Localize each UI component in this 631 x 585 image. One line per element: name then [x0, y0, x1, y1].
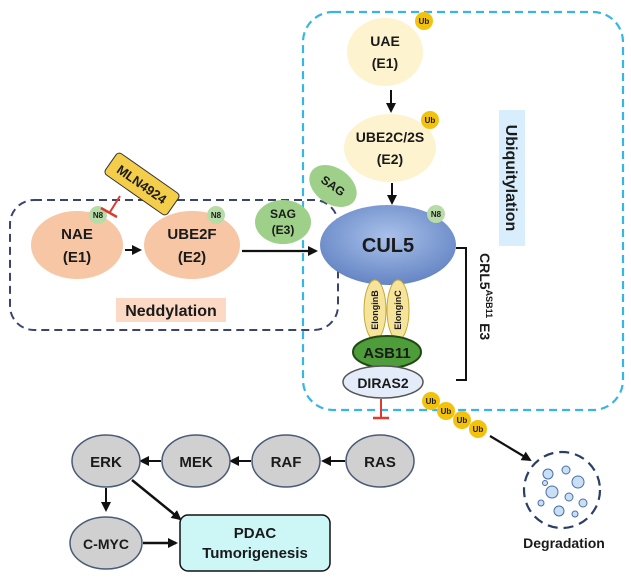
pdac-label: PDAC: [234, 525, 277, 542]
diras2-label: DIRAS2: [357, 375, 409, 391]
elongin-b-node: ElonginB: [363, 279, 387, 341]
proteasome-fragments-icon: [522, 450, 602, 530]
mek-node: MEK: [161, 434, 231, 488]
ub-chain: Ub Ub Ub Ub: [422, 392, 487, 438]
raf-label: RAF: [271, 454, 302, 471]
degradation-label: Degradation: [523, 535, 605, 551]
svg-text:Ub: Ub: [473, 425, 484, 434]
cmyc-node: C-MYC: [69, 516, 143, 570]
svg-text:Ubiquitylation: Ubiquitylation: [502, 125, 519, 232]
svg-text:Neddylation: Neddylation: [125, 303, 217, 320]
ras-node: RAS: [345, 434, 415, 488]
n8-tag-cul5: N8: [427, 205, 445, 223]
svg-text:CRL5ASB11E3: CRL5ASB11E3: [477, 253, 494, 340]
cmyc-label: C-MYC: [83, 536, 129, 552]
asb11-node: ASB11: [352, 335, 422, 369]
cul5-label: CUL5: [362, 235, 414, 257]
elongin-c-node: ElonginC: [386, 279, 410, 341]
mln4924-node: MLN4924: [104, 152, 180, 216]
elongin-b-label: ElonginB: [370, 290, 380, 330]
svg-text:N8: N8: [431, 210, 442, 219]
svg-text:Ub: Ub: [441, 407, 452, 416]
erk-label: ERK: [90, 454, 122, 471]
sag-e3-sublabel: (E3): [272, 223, 295, 237]
uae-label: UAE: [370, 33, 400, 49]
mek-label: MEK: [179, 454, 213, 471]
svg-text:Ub: Ub: [457, 416, 468, 425]
diras2-node: DIRAS2: [342, 365, 424, 399]
raf-node: RAF: [251, 434, 321, 488]
cul5-node: CUL5: [320, 205, 456, 285]
nae-sublabel: (E1): [63, 249, 91, 266]
ub-tag-uae: Ub: [415, 12, 433, 30]
svg-text:N8: N8: [93, 211, 104, 220]
ubiquitylation-label: Ubiquitylation: [499, 110, 525, 246]
ub-tag-chain-4: Ub: [469, 420, 487, 438]
ub-tag-chain-1: Ub: [422, 392, 440, 410]
ub-tag-chain-3: Ub: [453, 411, 471, 429]
crl5-bracket: [456, 247, 467, 381]
ube2f-sublabel: (E2): [178, 249, 206, 266]
ube2c-node: UBE2C/2S (E2): [344, 114, 436, 182]
arrow-erk-to-pdac: [131, 479, 182, 521]
svg-text:N8: N8: [211, 211, 222, 220]
n8-tag-ube2f: N8: [207, 206, 225, 224]
neddylation-label: Neddylation: [116, 298, 226, 322]
ub-tag-ube2c: Ub: [421, 111, 439, 129]
pdac-sublabel: Tumorigenesis: [202, 545, 308, 562]
ube2f-label: UBE2F: [167, 226, 216, 243]
ubiquitylation-region: [301, 10, 625, 412]
svg-text:Ub: Ub: [419, 17, 430, 26]
svg-text:Ub: Ub: [425, 116, 436, 125]
inhibit-mln4924: [100, 195, 121, 219]
nae-node: NAE (E1): [31, 211, 123, 279]
n8-tag-nae: N8: [89, 206, 107, 224]
svg-text:Ub: Ub: [426, 397, 437, 406]
uae-sublabel: (E1): [372, 55, 398, 71]
crl5-e3-label: CRL5ASB11E3: [477, 253, 494, 340]
ube2c-sublabel: (E2): [377, 151, 403, 167]
ube2f-node: UBE2F (E2): [144, 211, 240, 279]
uae-node: UAE (E1): [347, 18, 423, 86]
sag-e3-node: SAG (E3): [255, 200, 311, 244]
elongin-c-label: ElonginC: [393, 290, 403, 330]
arrow-to-degradation: [489, 435, 532, 462]
ras-label: RAS: [364, 454, 396, 471]
pdac-node: PDAC Tumorigenesis: [179, 514, 331, 572]
nae-label: NAE: [61, 226, 93, 243]
erk-node: ERK: [71, 434, 141, 488]
asb11-label: ASB11: [363, 345, 411, 362]
sag-e3-label: SAG: [270, 207, 296, 221]
ube2c-label: UBE2C/2S: [356, 129, 424, 145]
sag-node-top: SAG: [309, 165, 357, 207]
ub-tag-chain-2: Ub: [437, 402, 455, 420]
inhibit-diras2-ras: [373, 399, 389, 420]
